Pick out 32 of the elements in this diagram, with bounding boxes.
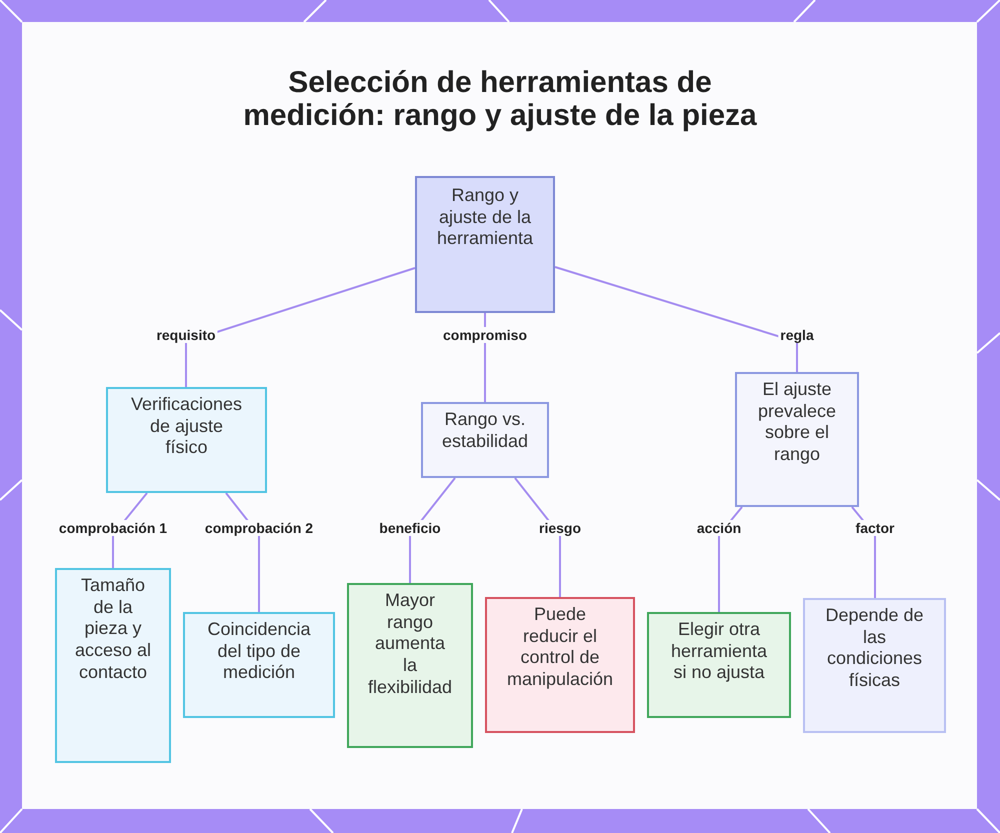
edge-label: riesgo [537, 520, 583, 536]
concept-box [183, 612, 335, 718]
node-text: Tamaño de la pieza y acceso al contacto [74, 575, 152, 684]
edge-label: comprobación 1 [56, 520, 170, 536]
diagram-title: Selección de herramientas de medición: rango y ajuste de la pieza [242, 66, 758, 132]
concept-box [647, 612, 791, 718]
node-text: Depende de las condiciones físicas [824, 605, 924, 692]
edge-label: comprobación 2 [202, 520, 316, 536]
node-text: Rango y ajuste de la herramienta [436, 185, 534, 250]
edge-label: acción [694, 520, 744, 536]
concept-box [803, 598, 946, 733]
concept-box [485, 597, 635, 733]
concept-box [415, 176, 555, 313]
connector-line [185, 267, 416, 387]
edge-label: beneficio [377, 520, 443, 536]
node-text: Mayor rango aumenta la flexibilidad [367, 590, 453, 699]
edge-label: compromiso [441, 327, 529, 343]
node-text: Rango vs. estabilidad [440, 409, 530, 452]
node-text: El ajuste prevalece sobre el rango [756, 379, 838, 466]
concept-box [347, 583, 473, 748]
node-text: Elegir otra herramienta si no ajusta [670, 619, 768, 684]
edge-label: regla [778, 327, 816, 343]
node-text: Puede reducir el control de manipulación [506, 604, 614, 691]
concept-box [421, 402, 549, 478]
node-text: Coincidencia del tipo de medición [206, 619, 312, 684]
connector-line [554, 266, 798, 372]
concept-box [735, 372, 859, 507]
concept-box [106, 387, 267, 493]
concept-box [55, 568, 171, 763]
edge-label: factor [854, 520, 896, 536]
edge-label: requisito [154, 327, 218, 343]
node-text: Verificaciones de ajuste físico [130, 394, 242, 460]
